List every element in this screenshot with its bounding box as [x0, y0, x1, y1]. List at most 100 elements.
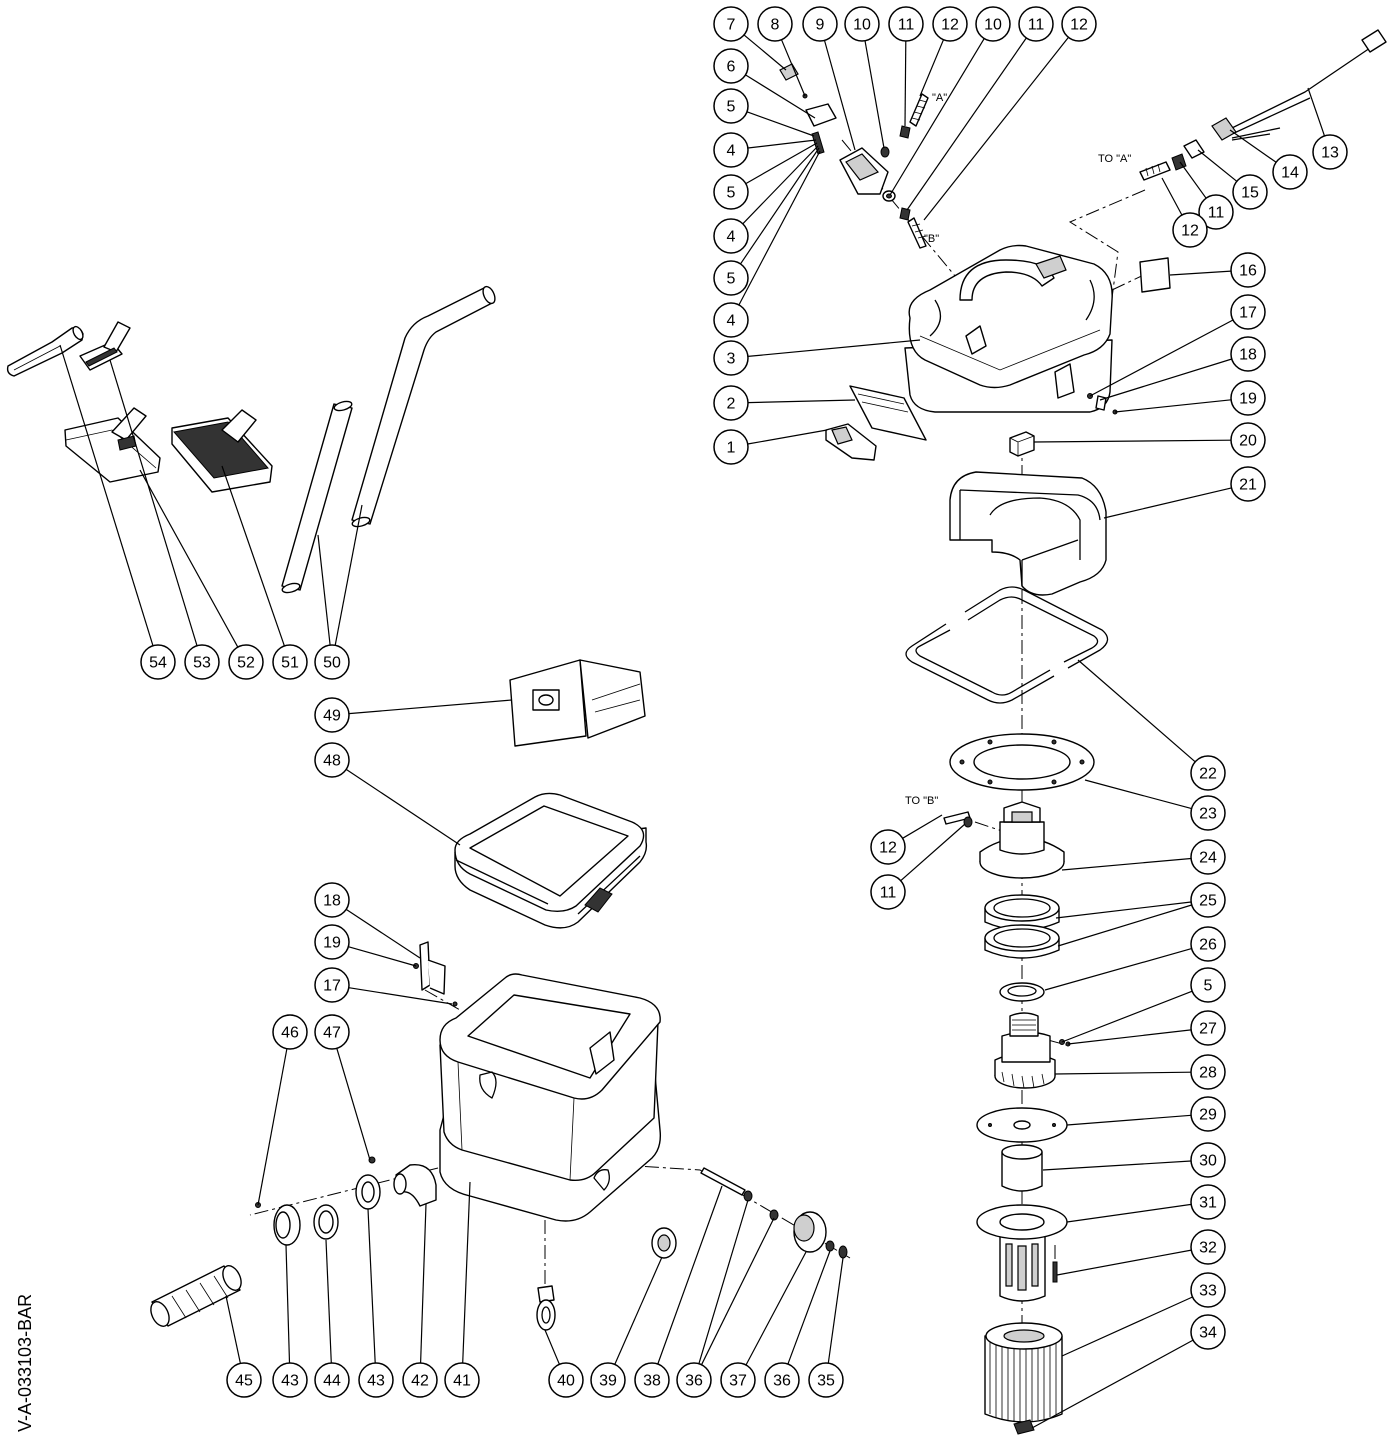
callout-circle — [713, 429, 749, 465]
motor-seal-rings — [984, 894, 1060, 959]
callout-14: 14 — [1272, 154, 1308, 190]
leader-line — [1089, 319, 1234, 397]
callout-28: 28 — [1190, 1054, 1226, 1090]
callout-circle — [314, 1362, 350, 1398]
callout-number: 11 — [1208, 205, 1225, 222]
head-latch — [825, 423, 877, 461]
leader-line — [743, 34, 787, 71]
callout-circle — [590, 1362, 626, 1398]
callout-number: 18 — [323, 893, 341, 910]
leader-line — [367, 1208, 376, 1364]
callout-26: 26 — [1190, 926, 1226, 962]
callout-17: 17 — [314, 967, 350, 1003]
filter-cage — [976, 1204, 1068, 1302]
rear-wheel — [793, 1211, 827, 1253]
callout-circle — [272, 1362, 308, 1398]
callout-4: 4 — [713, 218, 749, 254]
leader-line — [780, 39, 806, 97]
callout-number: 19 — [323, 935, 341, 952]
callout-circle — [870, 874, 906, 910]
callout-11: 11 — [1198, 194, 1234, 230]
callout-number: 23 — [1199, 806, 1217, 823]
leader-line — [745, 74, 816, 119]
callout-number: 5 — [727, 99, 736, 116]
callout-41: 41 — [444, 1362, 480, 1398]
callout-circle — [1190, 839, 1226, 875]
wheel-axle — [700, 1167, 746, 1196]
leader-line — [1229, 129, 1277, 163]
callout-6: 6 — [713, 48, 749, 84]
callout-number: 5 — [727, 271, 736, 288]
callout-circle — [757, 6, 793, 42]
callout-42: 42 — [402, 1362, 438, 1398]
callout-circle — [1230, 380, 1266, 416]
callout-47: 47 — [314, 1014, 350, 1050]
leader-line — [225, 1295, 241, 1364]
callout-circle — [1190, 1054, 1226, 1090]
leader-line — [1042, 1160, 1192, 1171]
callout-11: 11 — [888, 6, 924, 42]
callout-number: 41 — [453, 1373, 471, 1390]
leader-line — [906, 37, 1027, 211]
callout-number: 52 — [237, 655, 255, 672]
callout-49: 49 — [314, 697, 350, 733]
callout-circle — [713, 88, 749, 124]
leader-line — [1161, 177, 1183, 216]
leader-line — [544, 1329, 560, 1365]
callout-number: 54 — [149, 655, 167, 672]
callout-number: 20 — [1239, 433, 1257, 450]
callout-circle — [358, 1362, 394, 1398]
callout-number: 17 — [1239, 305, 1257, 322]
callout-9: 9 — [802, 6, 838, 42]
callout-10: 10 — [844, 6, 880, 42]
callout-circle — [764, 1362, 800, 1398]
callout-number: 36 — [773, 1373, 791, 1390]
callout-46: 46 — [272, 1014, 308, 1050]
callout-circle — [548, 1362, 584, 1398]
leader-line — [334, 504, 363, 646]
callout-number: 33 — [1199, 1283, 1217, 1300]
callout-number: 48 — [323, 753, 341, 770]
callout-11: 11 — [1018, 6, 1054, 42]
leader-line — [900, 823, 966, 882]
callout-number: 17 — [323, 978, 341, 995]
callout-circle — [140, 644, 176, 680]
callout-22: 22 — [1190, 755, 1226, 791]
inlet-flange — [355, 1156, 381, 1210]
callout-circle — [314, 924, 350, 960]
callout-circle — [1190, 1010, 1226, 1046]
callout-circle — [314, 1014, 350, 1050]
extension-tube — [281, 400, 353, 594]
callout-number: 39 — [599, 1373, 617, 1390]
curved-wand — [351, 285, 496, 528]
callout-circle — [975, 6, 1011, 42]
callout-32: 32 — [1190, 1229, 1226, 1265]
callout-circle — [1190, 926, 1226, 962]
callout-number: 43 — [281, 1373, 299, 1390]
callout-number: 14 — [1281, 165, 1299, 182]
callout-number: 21 — [1239, 477, 1257, 494]
leader-line — [1197, 149, 1238, 182]
callout-circle — [1230, 336, 1266, 372]
callout-10: 10 — [975, 6, 1011, 42]
callout-number: 47 — [323, 1025, 341, 1042]
callout-circle — [228, 644, 264, 680]
callout-number: 31 — [1199, 1195, 1217, 1212]
motor-plate — [976, 1107, 1068, 1143]
leader-line — [1077, 659, 1196, 763]
leader-line — [923, 36, 1069, 221]
leader-line — [740, 147, 820, 265]
leader-line — [1307, 87, 1326, 137]
callout-circle — [713, 385, 749, 421]
callout-16: 16 — [1230, 252, 1266, 288]
leader-line — [700, 1217, 775, 1366]
callout-number: 34 — [1199, 1325, 1217, 1342]
callout-number: 2 — [727, 396, 736, 413]
leader-line — [787, 1250, 831, 1365]
callout-20: 20 — [1230, 422, 1266, 458]
callout-circle — [1230, 466, 1266, 502]
callout-number: 12 — [879, 840, 897, 857]
power-cord — [1139, 29, 1387, 181]
callout-number: 3 — [727, 351, 736, 368]
